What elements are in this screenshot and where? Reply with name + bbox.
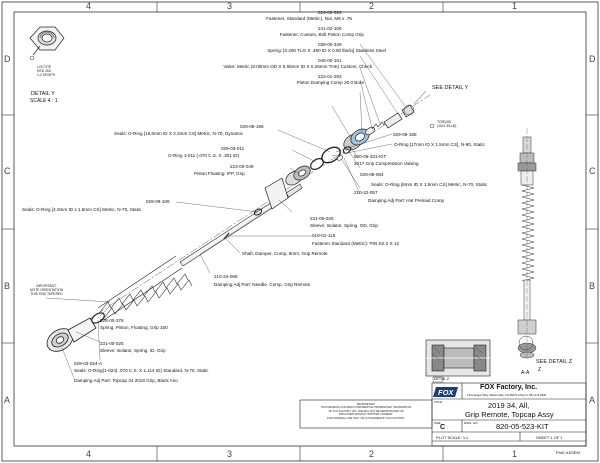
title-line-1: 2019 34, All, xyxy=(488,401,530,410)
piston-damping-comp xyxy=(343,128,370,151)
size-value: C xyxy=(440,424,446,431)
callout-241-02-106: 241-02-106 xyxy=(318,26,342,31)
callout-210-22-057: 210-22-057 xyxy=(354,190,378,195)
callout-820-05-331-kit: 820-05-331-KIT xyxy=(354,154,387,159)
detail-y-scale: SCALE 4 : 1 xyxy=(30,98,58,104)
callout-231-00-026: 231-00-026 xyxy=(310,216,334,221)
zone-bottom-2: 2 xyxy=(369,449,375,459)
zone-top-1: 1 xyxy=(512,1,518,11)
important-note: IMPORTANT: NOTE ORIENTATION THIS END TAP… xyxy=(30,284,64,296)
zone-bottom-4: 4 xyxy=(86,449,92,459)
zone-bottom-1: 1 xyxy=(512,449,518,459)
callout-spring-piston: Spring, Piston, Floating, Grip 160 xyxy=(100,325,168,330)
company-address: 130 Hangar Way, Watsonville, CA 95076 US… xyxy=(467,393,547,397)
dwg-label: DWG. NO. xyxy=(464,421,479,425)
callout-seals-oring-8: Seals: O-Ring [8mm ID X 1.5mm CS] Metric… xyxy=(371,182,488,187)
callout-grip-comp-valving: 2017 Grip Compression Valving xyxy=(354,161,419,166)
callout-223-00-049: 223-00-049 xyxy=(230,164,254,169)
callout-sleeve-id: Sleeve: Isolator, Spring, ID, Grip xyxy=(100,348,166,353)
callout-029-03-024-a: 029-03-024-A xyxy=(74,361,103,366)
topcap-part xyxy=(46,317,97,352)
fox-logo: FOX xyxy=(433,387,458,397)
callout-shaft: Shaft, Damper, Comp, 8mm, Grip Remote xyxy=(242,251,328,256)
sleeve-od-part xyxy=(264,177,289,210)
callout-210-24-066: 210-24-066 xyxy=(214,274,238,279)
callout-valve-check: Valve: Metric (8.00mm OD X 5.55mm ID X 0… xyxy=(223,64,372,69)
callout-019-02-025: 019-02-025 xyxy=(318,10,342,15)
drawing-number: 820-05-523-KIT xyxy=(496,422,549,431)
size-label: SIZE xyxy=(434,421,441,425)
detail-y-callout: SEE DETAIL Y xyxy=(432,85,469,91)
zone-bottom-3: 3 xyxy=(227,449,233,459)
callout-needle: Damping Adj Part: Needle, Comp, Grip Rem… xyxy=(214,282,311,287)
proprietary-notice: PROPRIETARY THIS DRAWING CONTAINS CONFID… xyxy=(320,403,412,420)
bolt-and-nut xyxy=(383,104,415,129)
zone-left-d: D xyxy=(4,54,11,64)
title-line-2: Grip Remote, Topcap Assy xyxy=(465,410,554,419)
callout-fastener-pin: Fastener Standard (Metric): PIN SS 2 X 1… xyxy=(312,241,400,246)
torque-note: TORQUE (10±1 IN-LB) xyxy=(437,120,457,128)
zone-left-c: C xyxy=(4,166,11,176)
zone-right-c: C xyxy=(589,166,596,176)
callout-fastener-nut: Fastener, Standard (Metric), Nut, M6 x .… xyxy=(266,16,352,21)
svg-text:FOX: FOX xyxy=(438,388,454,397)
plot-scale: PLOT SCALE: 1:1 xyxy=(436,435,469,440)
callout-222-01-293: 222-01-293 xyxy=(318,74,342,79)
callout-damping-hat: Damping Adj Part: Hat Preload Comp xyxy=(368,198,445,203)
callout-029-08-196: 029-08-196 xyxy=(240,124,264,129)
section-a-a-label: A-A xyxy=(521,370,530,376)
pin-part xyxy=(223,232,230,240)
section-detail-label: DETAIL Z xyxy=(434,377,449,381)
loctite-note: LOCTITE RED 263 1-2 DROPS xyxy=(37,65,55,77)
callout-038-00-349: 038-00-349 xyxy=(318,42,342,47)
callout-oring-1-011: O-Ring 1-011 (.070 C.S. X .301 ID) xyxy=(168,153,240,158)
zone-right-a: A xyxy=(589,395,596,405)
zone-top-4: 4 xyxy=(86,1,92,11)
detail-y-label: DETAIL Y xyxy=(31,91,55,97)
callout-piston-damping: Piston Damping Comp 20.0 Bore xyxy=(296,80,364,85)
zone-top-3: 3 xyxy=(227,1,233,11)
callout-fastener-bolt: Fastener, Custom, Bolt Piston Comp Grip xyxy=(279,32,364,37)
callout-029-08-188: 029-08-188 xyxy=(393,132,417,137)
callout-029-08-084: 029-08-084 xyxy=(360,172,384,177)
callout-029-03-011: 029-03-011 xyxy=(221,146,245,151)
zone-left-b: B xyxy=(4,281,11,291)
callout-seals-oring-024: Seals: O-Ring(1-024) .070 C.S. X 1.114 I… xyxy=(74,368,209,373)
callout-seals-oring-16: Seals: O-Ring [16.0mm ID X 2.3mm CS] Met… xyxy=(114,131,243,136)
company-name: FOX Factory, Inc. xyxy=(480,384,538,391)
callout-045-00-151: 045-00-151 xyxy=(318,58,342,63)
zone-left-a: A xyxy=(4,395,11,405)
proe-assem-label: ProE ASSEM xyxy=(556,450,580,455)
leader-lines xyxy=(45,43,406,379)
detail-z-sub: Z xyxy=(538,367,542,373)
callout-028-00-378: 028-00-378 xyxy=(100,318,124,323)
section-a-a-view xyxy=(425,339,491,377)
spring-piston-floating xyxy=(97,255,193,321)
callout-019-01-116: 019-01-116 xyxy=(312,233,336,238)
sheet-number: SHEET 1 OF 1 xyxy=(536,435,563,440)
callout-spring-disc: Spring: [0.200 TLG X .490 ID X 0.50 lbs/… xyxy=(267,48,386,53)
callout-sleeve-od: Sleeve: Isolator, Spring, OD, Grip xyxy=(310,223,378,228)
callout-231-00-025: 231-00-025 xyxy=(100,341,124,346)
callout-029-08-108: 029-08-108 xyxy=(146,199,170,204)
detail-y-nut xyxy=(29,26,65,56)
piston-ifp-part xyxy=(285,165,311,186)
zone-right-d: D xyxy=(589,54,596,64)
callout-topcap: Damping Adj Part: Topcap 34 2018 Grip, B… xyxy=(74,378,178,383)
callout-piston-floating-ifp: Piston Floating: IFP, Grip xyxy=(194,171,245,176)
zone-top-2: 2 xyxy=(369,1,375,11)
zone-right-b: B xyxy=(589,281,596,291)
detail-z-callout: SEE DETAIL Z xyxy=(536,359,573,365)
title-label: TITLE xyxy=(434,400,443,404)
callout-seals-oring-4: Seals: O-Ring [4.0mm ID x 1.5mm CS] Metr… xyxy=(22,207,142,212)
callout-oring-17: O-Ring [17mm ID X 1.5mm CS], N-90, Stati… xyxy=(394,142,485,147)
title-block-frame xyxy=(299,382,587,447)
